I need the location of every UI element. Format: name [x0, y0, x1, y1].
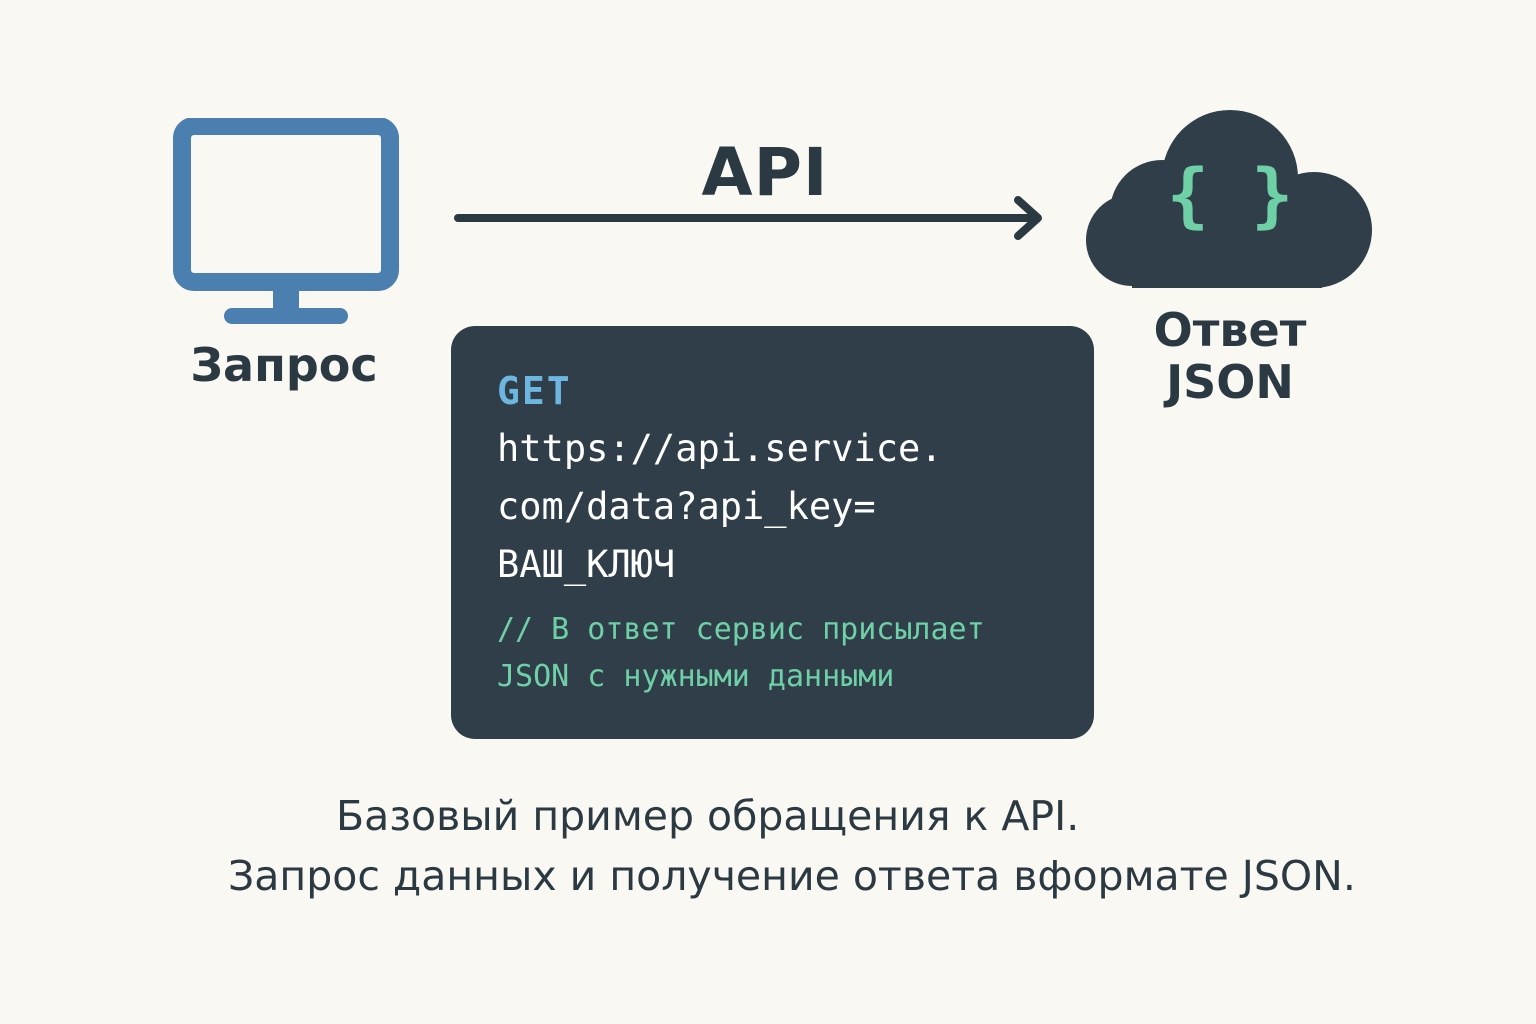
code-url: https://api.service. com/data?api_key= В…	[497, 420, 1094, 594]
server-label: Ответ JSON	[1100, 304, 1360, 408]
code-comment: // В ответ сервис присылает JSON с нужны…	[497, 606, 1094, 700]
api-label: API	[701, 134, 829, 211]
code-box: GET https://api.service. com/data?api_ke…	[451, 326, 1094, 739]
code-method: GET	[497, 369, 572, 413]
code-url-line2: com/data?api_key=	[497, 485, 876, 528]
json-braces-icon: { }	[1166, 154, 1294, 236]
arrow-right-icon	[454, 196, 1042, 240]
code-comment-line2: JSON с нужными данными	[497, 659, 895, 694]
code-comment-line1: // В ответ сервис присылает	[497, 612, 985, 647]
code-url-line1: https://api.service.	[497, 427, 943, 470]
monitor-icon	[173, 118, 399, 324]
client-label: Запрос	[190, 338, 378, 392]
code-url-line3: ВАШ_КЛЮЧ	[497, 543, 676, 586]
server-label-line1: Ответ	[1153, 303, 1307, 357]
cloud-icon	[1086, 110, 1372, 288]
caption-line1: Базовый пример обращения к API.	[336, 792, 1080, 840]
caption-line2: Запрос данных и получение ответа вформат…	[228, 852, 1356, 900]
server-label-line2: JSON	[1166, 355, 1294, 409]
